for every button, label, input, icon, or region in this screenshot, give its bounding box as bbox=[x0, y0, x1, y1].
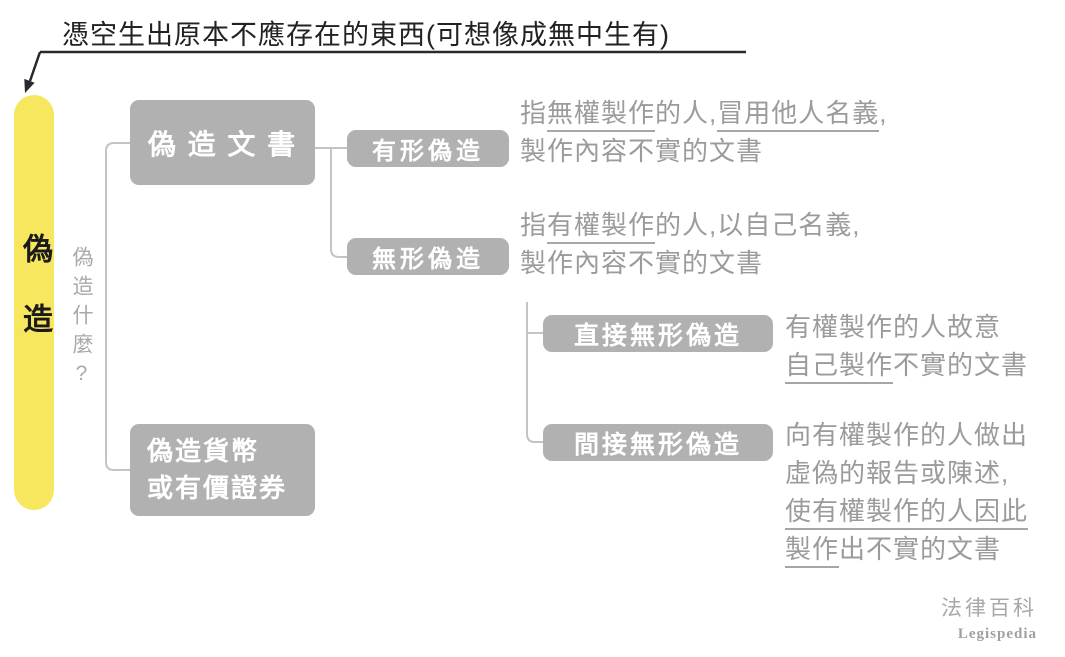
description-line: 製作內容不實的文書 bbox=[520, 136, 764, 166]
brand-footer: 法律百科 Legispedia bbox=[941, 592, 1037, 643]
description-indirect: 向有權製作的人做出虛偽的報告或陳述, 使有權製作的人因此製作出不實的文書 bbox=[785, 416, 1029, 568]
description-line: 向有權製作的人做出 bbox=[785, 420, 1029, 450]
axis-question-label: 偽造什麼? bbox=[70, 246, 93, 393]
description-direct: 有權製作的人故意自己製作不實的文書 bbox=[785, 308, 1028, 384]
brand-name-chinese: 法律百科 bbox=[941, 597, 1037, 620]
connector-document-intangible bbox=[330, 148, 347, 258]
description-line: 自己製作不實的文書 bbox=[785, 346, 1028, 384]
description-line: 指有權製作的人,以自己名義, bbox=[520, 206, 860, 244]
description-line: 使有權製作的人因此 bbox=[785, 492, 1029, 530]
node-tangible-forgery: 有形偽造 bbox=[347, 130, 509, 167]
node-indirect-intangible-forgery: 間接無形偽造 bbox=[543, 424, 773, 461]
description-line: 有權製作的人故意 bbox=[785, 312, 1002, 342]
node-forge-currency-line2: 或有價證券 bbox=[147, 473, 288, 503]
node-forge-currency: 偽造貨幣 或有價證券 bbox=[130, 424, 315, 516]
node-direct-intangible-forgery: 直接無形偽造 bbox=[543, 315, 773, 352]
arrow-head-icon bbox=[24, 78, 35, 93]
root-node-forgery: 偽造 bbox=[14, 95, 54, 510]
node-forge-documents: 偽 造 文 書 bbox=[130, 100, 315, 185]
description-intangible: 指有權製作的人,以自己名義, 製作內容不實的文書 bbox=[520, 206, 860, 282]
description-line: 指無權製作的人,冒用他人名義, bbox=[520, 94, 888, 132]
connector-intangible-indirect bbox=[526, 302, 543, 443]
brand-name-english: Legispedia bbox=[957, 626, 1037, 642]
annotation-text: 憑空生出原本不應存在的東西(可想像成無中生有) bbox=[62, 20, 670, 50]
arrow-line bbox=[28, 51, 42, 82]
description-line: 製作內容不實的文書 bbox=[520, 248, 764, 278]
root-node-label: 偽造 bbox=[18, 232, 51, 373]
description-line: 虛偽的報告或陳述, bbox=[785, 458, 1010, 488]
node-forge-currency-line1: 偽造貨幣 bbox=[147, 436, 260, 466]
description-line: 製作出不實的文書 bbox=[785, 530, 1028, 568]
bracket-root-children bbox=[105, 142, 130, 471]
description-tangible: 指無權製作的人,冒用他人名義, 製作內容不實的文書 bbox=[520, 94, 888, 170]
node-intangible-forgery: 無形偽造 bbox=[347, 238, 509, 275]
